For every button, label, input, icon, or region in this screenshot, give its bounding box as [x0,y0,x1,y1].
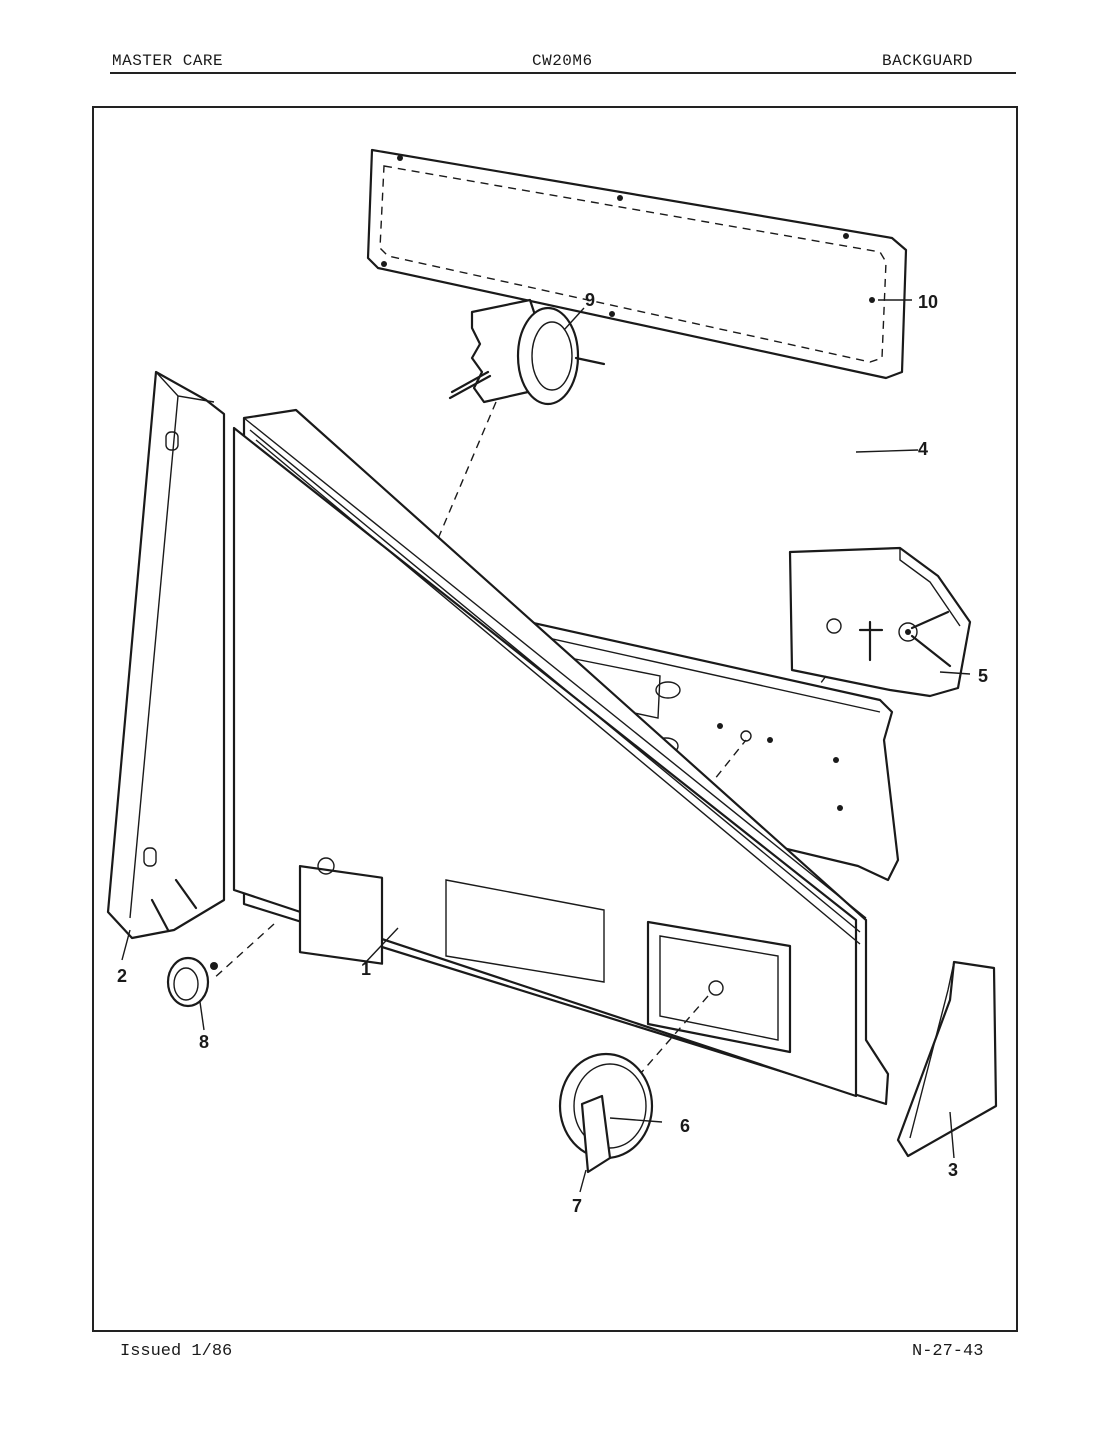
water-level-switch [411,298,606,601]
callout-3: 3 [948,1160,958,1180]
backguard-panel [211,408,890,1121]
right-end-cap [896,960,998,1159]
page-number: N-27-43 [912,1342,984,1361]
timer-dial-assembly [558,1052,663,1193]
header-model: CW20M6 [532,52,593,70]
header-section: BACKGUARD [882,52,973,70]
callout-6: 6 [680,1116,690,1136]
left-end-cap [106,370,226,961]
callout-10: 10 [918,292,938,312]
callout-9: 9 [585,290,595,310]
callout-4: 4 [918,439,928,459]
timer [779,546,972,739]
switch-knob [166,956,218,1031]
rear-cover-panel [366,148,912,380]
issue-date: Issued 1/86 [120,1342,233,1361]
header-brand: MASTER CARE [112,52,224,70]
diagram-frame [92,106,1018,1332]
callout-5: 5 [978,666,988,686]
callout-8: 8 [199,1032,209,1052]
callout-7: 7 [572,1196,582,1216]
callout-1: 1 [361,959,371,979]
header-rule [110,72,1016,74]
callout-2: 2 [117,966,127,986]
